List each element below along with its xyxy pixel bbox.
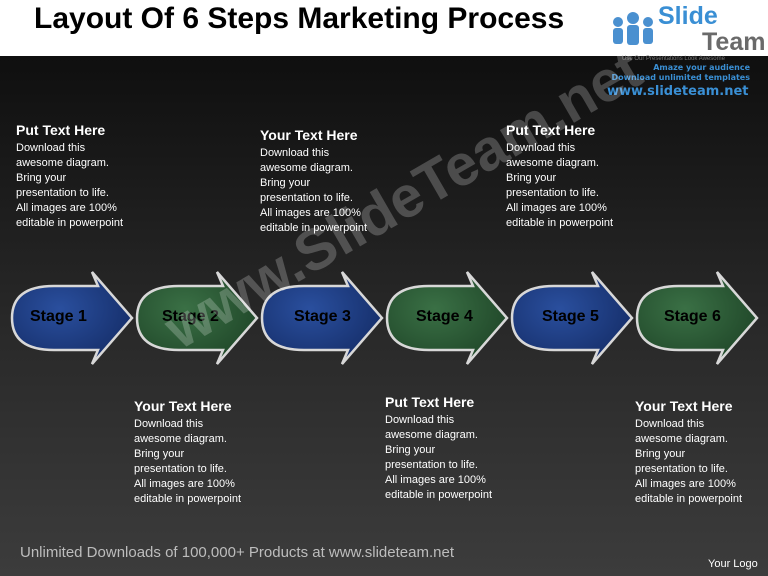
text-block-line: All images are 100% — [506, 202, 607, 214]
text-block-line: Download this — [16, 142, 86, 154]
stage-label-2: Stage 2 — [162, 308, 219, 325]
bottom-text-block-1: Your Text Here Download this awesome dia… — [134, 398, 294, 507]
title-bar — [0, 0, 768, 56]
stage-label-5: Stage 5 — [542, 308, 599, 325]
text-block-line: presentation to life. — [16, 187, 109, 199]
stage-label-4: Stage 4 — [416, 308, 473, 325]
text-block-line: presentation to life. — [506, 187, 599, 199]
logo-slide-text: Slide — [658, 2, 718, 30]
page-title: Layout Of 6 Steps Marketing Process — [34, 2, 565, 35]
text-block-line: editable in powerpoint — [260, 222, 368, 234]
slideteam-logo: Slide Team Use Our Presentations Look Aw… — [608, 2, 768, 102]
text-block-line: Download this — [635, 418, 705, 430]
text-block-heading: Put Text Here — [16, 122, 106, 138]
text-block-line: All images are 100% — [16, 202, 117, 214]
text-block-heading: Put Text Here — [385, 394, 475, 410]
text-block-line: editable in powerpoint — [635, 493, 743, 505]
top-text-block-2: Your Text Here Download this awesome dia… — [260, 127, 420, 236]
text-block-line: All images are 100% — [260, 207, 361, 219]
text-block-line: All images are 100% — [635, 478, 736, 490]
logo-team-text: Team — [702, 28, 766, 56]
text-block-heading: Your Text Here — [134, 398, 232, 414]
bottom-text-block-3: Your Text Here Download this awesome dia… — [635, 398, 768, 507]
text-block-line: All images are 100% — [385, 474, 486, 486]
your-logo-placeholder: Your Logo — [708, 558, 758, 570]
text-block-line: presentation to life. — [385, 459, 478, 471]
text-block-line: editable in powerpoint — [134, 493, 242, 505]
promo-line-2: Download unlimited templates — [611, 73, 750, 82]
top-text-block-1: Put Text Here Download this awesome diag… — [16, 122, 176, 231]
text-block-line: Download this — [506, 142, 576, 154]
text-block-line: Bring your — [134, 448, 185, 460]
text-block-line: awesome diagram. — [16, 157, 109, 169]
promo-line-1: Amaze your audience — [653, 63, 750, 72]
text-block-line: presentation to life. — [134, 463, 227, 475]
text-block-line: Bring your — [635, 448, 686, 460]
text-block-line: presentation to life. — [635, 463, 728, 475]
text-block-line: editable in powerpoint — [385, 489, 493, 501]
text-block-line: Download this — [134, 418, 204, 430]
text-block-line: awesome diagram. — [506, 157, 599, 169]
text-block-line: Bring your — [385, 444, 436, 456]
text-block-line: Download this — [260, 147, 330, 159]
stage-label-1: Stage 1 — [30, 308, 87, 325]
text-block-line: presentation to life. — [260, 192, 353, 204]
text-block-line: editable in powerpoint — [16, 217, 124, 229]
text-block-line: editable in powerpoint — [506, 217, 614, 229]
text-block-heading: Put Text Here — [506, 122, 596, 138]
promo-url: www.slideteam.net — [607, 84, 749, 99]
footer-text: Unlimited Downloads of 100,000+ Products… — [20, 544, 454, 561]
stage-label-6: Stage 6 — [664, 308, 721, 325]
text-block-line: awesome diagram. — [134, 433, 227, 445]
people-group-icon — [613, 12, 653, 45]
text-block-line: Download this — [385, 414, 455, 426]
logo-tagline: Use Our Presentations Look Awesome — [622, 56, 725, 62]
text-block-line: awesome diagram. — [260, 162, 353, 174]
stage-label-3: Stage 3 — [294, 308, 351, 325]
stage-flow — [10, 270, 759, 366]
text-block-line: Bring your — [506, 172, 557, 184]
bottom-text-block-2: Put Text Here Download this awesome diag… — [385, 394, 545, 503]
text-block-line: All images are 100% — [134, 478, 235, 490]
top-text-block-3: Put Text Here Download this awesome diag… — [506, 122, 666, 231]
text-block-line: awesome diagram. — [385, 429, 478, 441]
text-block-line: awesome diagram. — [635, 433, 728, 445]
text-block-line: Bring your — [16, 172, 67, 184]
text-block-line: Bring your — [260, 177, 311, 189]
text-block-heading: Your Text Here — [260, 127, 358, 143]
text-block-heading: Your Text Here — [635, 398, 733, 414]
